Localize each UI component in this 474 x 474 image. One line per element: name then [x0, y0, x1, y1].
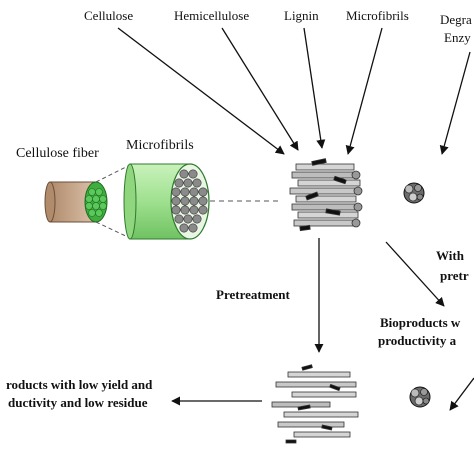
- label-cellulose: Cellulose: [84, 8, 134, 23]
- label-microfibrils-top: Microfibrils: [346, 8, 409, 23]
- arrow-enzyme-bottom: [449, 377, 474, 411]
- label-bioproducts-low-line2: ductivity and low residue: [8, 395, 148, 410]
- label-bioproducts-high-line2: productivity a: [378, 333, 457, 348]
- label-cellulose-fiber: Cellulose fiber: [16, 146, 99, 161]
- arrow-cellulose: [117, 27, 285, 155]
- enzyme-cluster-bottom-graphic: [409, 386, 431, 408]
- label-hemicellulose: Hemicellulose: [174, 8, 250, 23]
- label-degrading-line1: Degra: [440, 12, 472, 27]
- label-bioproducts-low-line1: roducts with low yield and: [6, 377, 153, 392]
- microfibril-bundle-graphic: [123, 163, 210, 240]
- label-pretreatment: Pretreatment: [216, 287, 290, 302]
- label-bioproducts-high-line1: Bioproducts w: [380, 315, 461, 330]
- arrow-microfibrils: [345, 27, 383, 155]
- label-without-line1: With: [436, 248, 464, 263]
- label-lignin: Lignin: [284, 8, 319, 23]
- pretreated-rods-graphic: [271, 364, 359, 444]
- arrow-hemicellulose: [221, 27, 299, 151]
- label-degrading-line2: Enzy: [444, 30, 471, 45]
- arrow-lignin: [303, 27, 326, 149]
- cellulose-fiber-graphic: [44, 181, 108, 223]
- enzyme-cluster-top-graphic: [403, 182, 425, 204]
- arrow-degrading-enzymes: [439, 51, 471, 155]
- lignocellulose-structure-graphic: [289, 158, 363, 232]
- label-without-line2: pretr: [440, 268, 469, 283]
- label-microfibrils-mid: Microfibrils: [126, 138, 194, 153]
